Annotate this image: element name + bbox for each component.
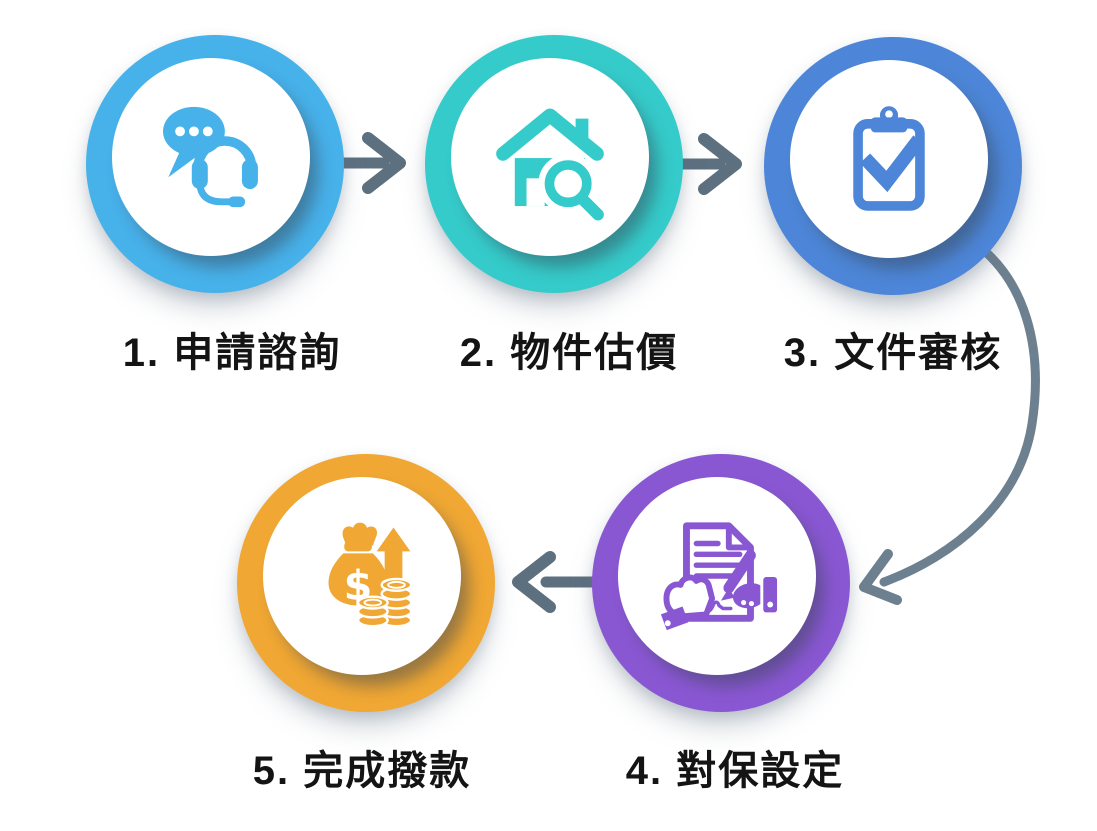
step-circle-3-inner	[790, 60, 988, 258]
curved-arrow-step3-to-step4	[859, 239, 1040, 605]
step-label-5: 5. 完成撥款	[252, 749, 472, 793]
step-label-2: 2. 物件估價	[459, 331, 679, 375]
step-circle-5: $	[237, 454, 495, 712]
step-circle-2	[425, 35, 683, 293]
step-circle-2-inner	[451, 58, 649, 256]
step-circle-1-inner	[112, 58, 310, 256]
contract-signing-icon	[660, 522, 778, 631]
step-circle-4	[592, 454, 850, 712]
step-circle-1	[86, 35, 344, 293]
step-circle-3	[764, 37, 1022, 295]
arrow-step4-to-step5	[512, 551, 604, 613]
clipboard-check-icon	[853, 106, 925, 211]
arrow-step2-to-step3	[673, 133, 742, 195]
arrow-step1-to-step2	[334, 132, 406, 194]
chat-headset-icon	[163, 106, 258, 208]
house-magnifier-icon	[496, 108, 604, 221]
step-label-3: 3. 文件審核	[783, 331, 1003, 375]
step-label-4: 4. 對保設定	[625, 749, 845, 793]
money-bag-growth-icon: $	[328, 522, 415, 628]
step-circle-5-inner: $	[263, 477, 461, 675]
step-label-1: 1. 申請諮詢	[122, 331, 342, 375]
step-circle-4-inner	[618, 477, 816, 675]
